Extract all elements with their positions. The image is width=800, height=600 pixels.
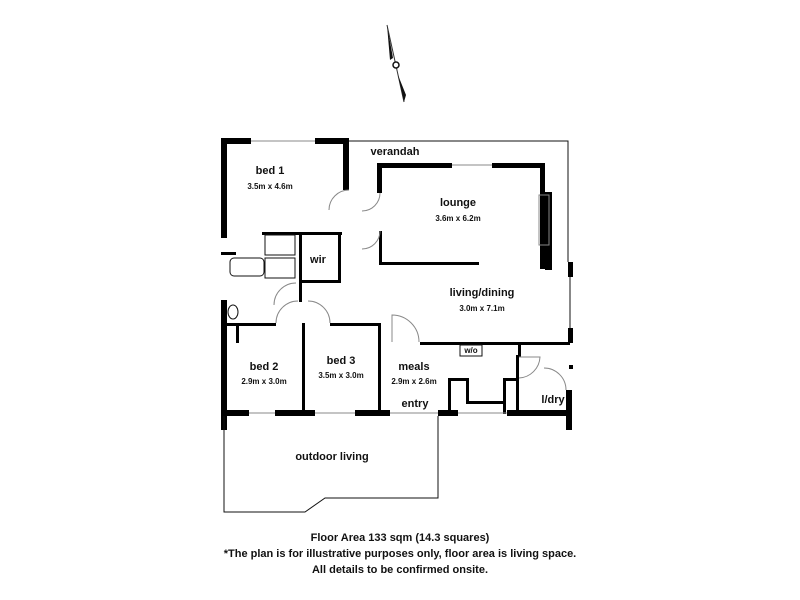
room-label-bed3: bed 3 [326,355,356,367]
room-label-living-dining: living/dining [449,287,515,299]
room-dims-meals: 2.9m x 2.6m [391,377,437,386]
room-dims-bed3: 3.5m x 3.0m [318,371,364,380]
room-dims-bed1: 3.5m x 4.6m [247,182,293,191]
outlines [223,140,571,513]
room-dims-bed2: 2.9m x 3.0m [241,377,287,386]
room-label-verandah: verandah [370,146,420,158]
room-label-wir: wir [310,254,326,266]
room-label-lounge: lounge [439,197,477,209]
room-label-wo: w/o [464,346,478,355]
disclaimer-text: *The plan is for illustrative purposes o… [223,548,577,560]
room-label-meals: meals [398,361,430,373]
confirm-onsite-text: All details to be confirmed onsite. [311,564,489,576]
room-label-bed2: bed 2 [249,361,279,373]
walls [221,138,573,430]
room-label-outdoor-living: outdoor living [295,451,369,463]
room-label-entry: entry [401,398,429,410]
room-label-bed1: bed 1 [255,165,285,177]
room-label-laundry: l/dry [541,394,565,406]
room-dims-lounge: 3.6m x 6.2m [435,214,481,223]
floor-area-text: Floor Area 133 sqm (14.3 squares) [310,532,490,544]
north-arrow-icon [386,24,406,103]
room-dims-living-dining: 3.0m x 7.1m [459,304,505,313]
